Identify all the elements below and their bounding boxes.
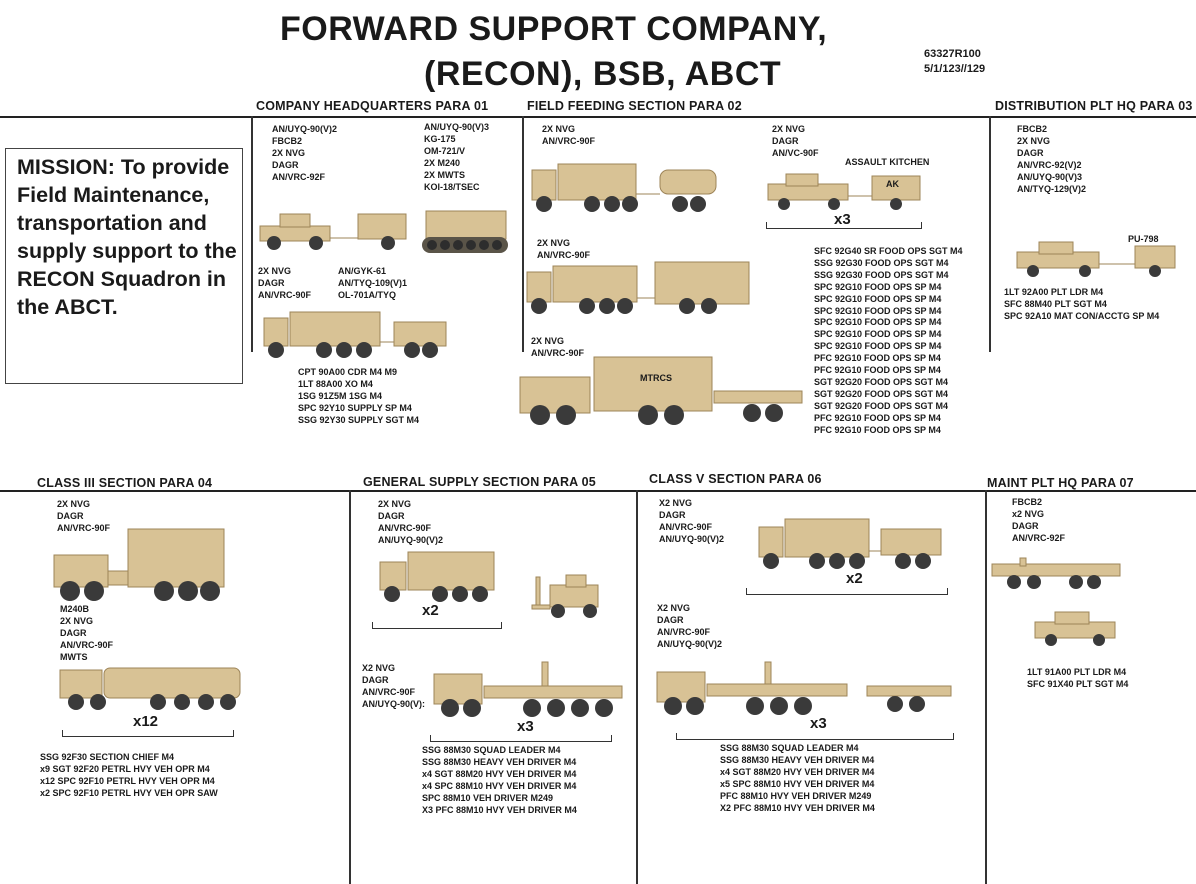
section-title-company-hq: COMPANY HEADQUARTERS PARA 01 — [256, 99, 489, 113]
class-iii-personnel-list: SSG 92F30 SECTION CHIEF M4 x9 SGT 92F20 … — [40, 752, 218, 798]
document-number: 63327R100 — [924, 48, 981, 60]
general-supply-equipment-b: X2 NVG DAGR AN/VRC-90F AN/UYQ-90(V): — [362, 663, 426, 709]
class-v-multiplier-a: x2 — [846, 570, 863, 587]
divider-class-iii — [349, 490, 351, 884]
hq-equipment-d: AN/GYK-61 AN/TYQ-109(V)1 OL-701A/TYQ — [338, 266, 408, 300]
hq-cargo-truck-trailer-icon — [263, 311, 447, 358]
forklift-icon — [531, 574, 599, 618]
pu-798-label: PU-798 — [1128, 234, 1159, 244]
page-title-line-2: (RECON), BSB, ABCT — [424, 55, 782, 93]
general-supply-bracket-b — [430, 735, 612, 742]
hq-equipment-a: AN/UYQ-90(V)2 FBCB2 2X NVG DAGR AN/VRC-9… — [272, 124, 338, 182]
section-title-class-iii: CLASS III SECTION PARA 04 — [37, 476, 213, 490]
class-v-personnel-list: SSG 88M30 SQUAD LEADER M4 SSG 88M30 HEAV… — [720, 743, 875, 813]
maint-flatbed-truck-icon — [991, 557, 1121, 589]
hq-personnel-list: CPT 90A00 CDR M4 M9 1LT 88A00 XO M4 1SG … — [298, 367, 420, 425]
class-v-multiplier-b: x3 — [810, 715, 827, 732]
class-iii-equipment-a: 2X NVG DAGR AN/VRC-90F — [57, 499, 111, 533]
divider-distribution — [989, 116, 991, 352]
divider-hq — [251, 116, 253, 352]
maint-equipment: FBCB2 x2 NVG DAGR AN/VRC-92F — [1012, 497, 1066, 543]
assault-kitchen-tag: AK — [886, 179, 899, 189]
class-v-bracket-b — [676, 733, 954, 740]
general-supply-equipment-a: 2X NVG DAGR AN/VRC-90F AN/UYQ-90(V)2 — [378, 499, 444, 545]
bottom-row-divider-line — [0, 490, 1196, 492]
page-title-line-1: FORWARD SUPPORT COMPANY, — [280, 10, 828, 48]
general-supply-personnel-list: SSG 88M30 SQUAD LEADER M4 SSG 88M30 HEAV… — [422, 745, 577, 815]
assault-kitchen-label: ASSAULT KITCHEN — [845, 157, 930, 167]
field-feeding-truck-cargo-trailer-icon — [526, 261, 750, 314]
divider-class-v — [985, 490, 987, 884]
section-title-field-feeding: FIELD FEEDING SECTION PARA 02 — [527, 99, 742, 113]
mission-statement: MISSION: To provide Field Maintenance, t… — [5, 148, 243, 384]
section-title-maint-plt: MAINT PLT HQ PARA 07 — [987, 476, 1134, 490]
section-title-distribution: DISTRIBUTION PLT HQ PARA 03 — [995, 99, 1193, 113]
class-iii-fuel-truck-icon — [59, 667, 241, 710]
class-iii-equipment-b: M240B 2X NVG DAGR AN/VRC-90F MWTS — [60, 604, 114, 662]
section-title-general-supply: GENERAL SUPPLY SECTION PARA 05 — [363, 475, 596, 489]
class-iii-bracket — [62, 730, 234, 737]
class-v-equipment-a: X2 NVG DAGR AN/VRC-90F AN/UYQ-90(V)2 — [659, 498, 725, 544]
field-feeding-truck-tank-trailer-icon — [531, 163, 717, 212]
field-feeding-mtrcs-truck-icon — [519, 356, 803, 425]
hq-tracked-vehicle-icon — [422, 210, 508, 253]
class-v-cargo-truck-trailer-icon — [758, 518, 942, 569]
mtrcs-label: MTRCS — [640, 373, 672, 383]
class-iii-shelter-truck-icon — [53, 528, 225, 601]
field-feeding-equipment-a: 2X NVG AN/VRC-90F — [542, 124, 596, 146]
hq-equipment-b: AN/UYQ-90(V)3 KG-175 OM-721/V 2X M240 2X… — [424, 122, 490, 192]
hq-equipment-c: 2X NVG DAGR AN/VRC-90F — [258, 266, 312, 300]
general-supply-bracket-a — [372, 622, 502, 629]
field-feeding-equipment-d: 2X NVG DAGR AN/VC-90F — [772, 124, 819, 158]
maint-personnel-list: 1LT 91A00 PLT LDR M4 SFC 91X40 PLT SGT M… — [1027, 667, 1129, 689]
general-supply-flatrack-truck-icon — [433, 661, 623, 717]
field-feeding-equipment-c: 2X NVG AN/VRC-90F — [531, 336, 585, 358]
assault-kitchen-multiplier: x3 — [834, 211, 851, 228]
divider-general-supply — [636, 490, 638, 884]
distribution-personnel-list: 1LT 92A00 PLT LDR M4 SFC 88M40 PLT SGT M… — [1004, 287, 1160, 321]
general-supply-multiplier-a: x2 — [422, 602, 439, 619]
class-v-bracket-a — [746, 588, 948, 595]
class-v-flatrack-truck-trailer-icon — [656, 661, 952, 715]
class-v-equipment-b: X2 NVG DAGR AN/VRC-90F AN/UYQ-90(V)2 — [657, 603, 723, 649]
general-supply-multiplier-b: x3 — [517, 718, 534, 735]
field-feeding-equipment-b: 2X NVG AN/VRC-90F — [537, 238, 591, 260]
field-feeding-personnel-list: SFC 92G40 SR FOOD OPS SGT M4 SSG 92G30 F… — [814, 246, 963, 435]
assault-kitchen-bracket — [766, 222, 922, 229]
section-title-class-v: CLASS V SECTION PARA 06 — [649, 472, 822, 486]
divider-field-feeding — [522, 116, 524, 352]
distribution-equipment: FBCB2 2X NVG DAGR AN/VRC-92(V)2 AN/UYQ-9… — [1017, 124, 1087, 194]
hq-humvee-trailer-icon — [259, 213, 407, 250]
class-iii-multiplier: x12 — [133, 713, 159, 730]
top-row-divider-line — [0, 116, 1196, 118]
document-reference: 5/1/123//129 — [924, 63, 986, 75]
general-supply-cargo-truck-icon — [379, 551, 495, 602]
maint-humvee-icon — [1034, 611, 1116, 646]
assault-kitchen-vehicle-icon — [767, 173, 921, 210]
distribution-humvee-generator-icon — [1016, 241, 1176, 277]
